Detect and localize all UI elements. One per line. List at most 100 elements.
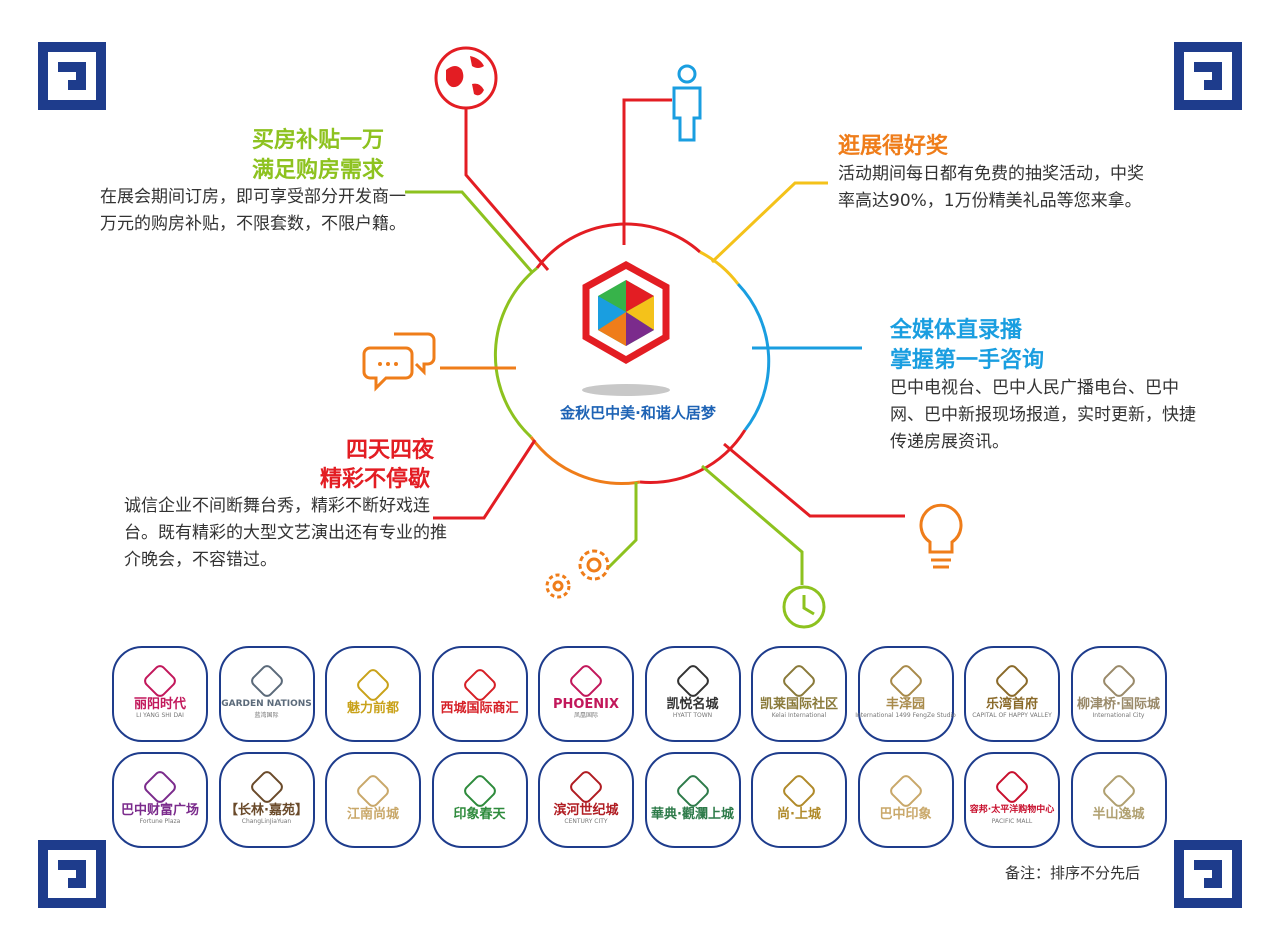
ring-lime [493,266,538,439]
subsidy-body: 在展会期间订房，即可享受部分开发商一万元的购房补贴，不限套数，不限户籍。 [100,187,406,234]
developer-logo-name: 半山逸城 [1092,807,1145,822]
developer-logo-mark [354,666,392,704]
clock-icon [782,585,826,629]
developer-logo-tile: 尚·上城 [751,752,847,848]
spoke-globe [464,108,550,271]
developer-logo-name: GARDEN NATIONS [221,699,312,709]
prize-body: 活动期间每日都有免费的抽奖活动，中奖率高达90%，1万份精美礼品等您来拿。 [838,164,1144,211]
developer-logo-mark [461,772,498,810]
media-title-2: 掌握第一手咨询 [890,348,1045,373]
spoke-bulb [723,442,905,518]
ring-red-top [535,222,701,269]
developer-logo-name: 凯莱国际社区 [759,697,838,712]
developer-logo-subtitle: Kelai International [771,712,827,719]
developer-logo-tile: 半山逸城 [1070,752,1167,848]
globe-icon [434,46,498,110]
developer-logo-tile: GARDEN NATIONS 蓝湾国际 [218,646,315,742]
spoke-clock [701,464,804,585]
developer-logo-name: 巴中印象 [879,807,932,822]
developer-logo-subtitle: CAPITAL OF HAPPY VALLEY [972,712,1052,719]
subsidy-title-2: 满足购房需求 [252,158,385,183]
developer-logo-mark [354,772,392,810]
ring-blue [736,282,771,431]
spoke-prize [710,181,828,264]
developer-logo-tile: 印象春天 [431,752,528,848]
spoke-show [433,439,537,520]
developer-logo-tile: 巴中印象 [857,752,954,848]
developer-logo-subtitle: LI YANG SHI DAI [136,712,184,719]
developer-logo-name: 丽阳时代 [133,697,186,712]
developer-logo-name: 【长林·嘉苑】 [225,803,308,818]
developer-logo-tile: 西城国际商汇 [431,646,528,742]
ring-yellow [699,250,740,285]
show-title-1: 四天四夜 [346,438,435,463]
developer-logo-name: 容邦·太平洋购物中心 [969,805,1055,815]
show-body: 诚信企业不间断舞台秀，精彩不断好戏连台。既有精彩的大型文艺演出还有专业的推介晚会… [124,496,447,570]
media-body: 巴中电视台、巴中人民广播电台、巴中网、巴中新报现场报道，实时更新，快捷传递房展资… [890,378,1196,452]
spoke-gear [606,482,638,570]
developer-logo-name: 江南尚城 [346,807,399,822]
developer-logo-mark [674,772,711,810]
chat-icon [362,332,436,392]
developer-logo-name: 華典·觀瀾上城 [651,807,734,822]
spoke-person [622,98,672,245]
developer-logo-mark [567,662,605,700]
developer-logo-subtitle: 蓝湾国际 [254,712,279,719]
developer-logo-mark [993,768,1031,806]
developer-logo-mark [993,662,1031,700]
developer-logo-name: 尚·上城 [777,807,821,822]
developer-logo-subtitle: HYATT TOWN [672,712,713,719]
developer-logo-name: 滨河世纪城 [553,803,619,818]
developer-logo-mark [461,666,498,704]
developer-logo-name: 西城国际商汇 [440,701,519,716]
gear-icon [545,549,610,599]
developer-logo-subtitle: Fortune Plaza [139,818,181,825]
developer-logo-mark [567,768,605,806]
person-icon [672,64,702,142]
developer-logo-mark [248,768,285,806]
developer-logo-mark [1100,662,1137,700]
prize-title: 逛展得好奖 [838,134,949,159]
developer-logo-mark [887,662,924,700]
order-note: 备注：排序不分先后 [1005,864,1141,882]
corner-ornament-bottom-right [1174,840,1242,908]
developer-logo-mark [780,772,818,810]
spoke-subsidy [405,190,534,273]
developer-logo-mark [248,662,285,700]
developer-logo-tile: 【长林·嘉苑】ChangLinJiaYuan [218,752,315,848]
center-logo [582,261,670,396]
corner-ornament-bottom-left [38,840,106,908]
developer-logo-tile: 容邦·太平洋购物中心 PACIFIC MALL [964,752,1060,848]
developer-logo-tile: 華典·觀瀾上城 [644,752,741,848]
developer-logo-subtitle: International City [1092,712,1145,719]
developer-logo-mark [887,772,924,810]
developer-logo-subtitle: CENTURY CITY [564,818,608,825]
developer-logo-mark [141,662,179,700]
ring-orange [529,436,641,485]
developer-logo-mark [141,768,179,806]
developer-logo-name: 印象春天 [453,807,506,822]
center-slogan: 金秋巴中美·和谐人居梦 [560,404,716,422]
media-title-1: 全媒体直录播 [890,318,1023,343]
developer-logo-tile: 魅力前都 [325,646,421,742]
developer-logo-subtitle: PACIFIC MALL [991,818,1033,825]
developer-logo-name: 魅力前都 [346,701,399,716]
developer-logo-tile: 江南尚城 [325,752,421,848]
developer-logo-mark [674,662,711,700]
developer-logo-subtitle: 凤凰国际 [573,712,598,719]
subsidy-title-1: 买房补贴一万 [252,128,385,153]
developer-logo-mark [1100,772,1137,810]
developer-logo-subtitle: ChangLinJiaYuan [241,818,292,825]
developer-logo-mark [780,662,818,700]
developer-logo-name: 巴中财富广场 [120,803,199,818]
ring-red-bottom [639,429,747,484]
developer-logo-name: 乐湾首府 [985,697,1038,712]
developer-logo-subtitle: International 1499 FengZe Studio [855,712,956,719]
